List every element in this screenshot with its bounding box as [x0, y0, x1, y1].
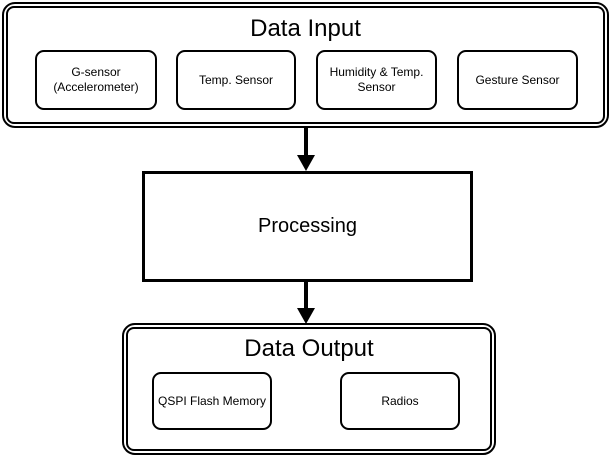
arrow-stem: [304, 281, 308, 309]
node-gesture-sensor: Gesture Sensor: [457, 50, 578, 110]
arrow-stem: [304, 128, 308, 156]
data-input-title: Data Input: [250, 15, 361, 42]
data-output-group-inner-border: [126, 327, 492, 451]
node-temp-sensor: Temp. Sensor: [176, 50, 296, 110]
node-radios: Radios: [340, 372, 460, 430]
arrow-down-icon: [297, 155, 315, 171]
node-humidity-temp-sensor: Humidity & Temp. Sensor: [316, 50, 437, 110]
data-input-group-inner-border: [6, 6, 605, 124]
data-output-title: Data Output: [244, 335, 374, 362]
node-processing: Processing: [142, 171, 473, 282]
node-g-sensor: G-sensor (Accelerometer): [35, 50, 157, 110]
arrow-down-icon: [297, 308, 315, 324]
node-qspi-flash-memory: QSPI Flash Memory: [152, 372, 272, 430]
